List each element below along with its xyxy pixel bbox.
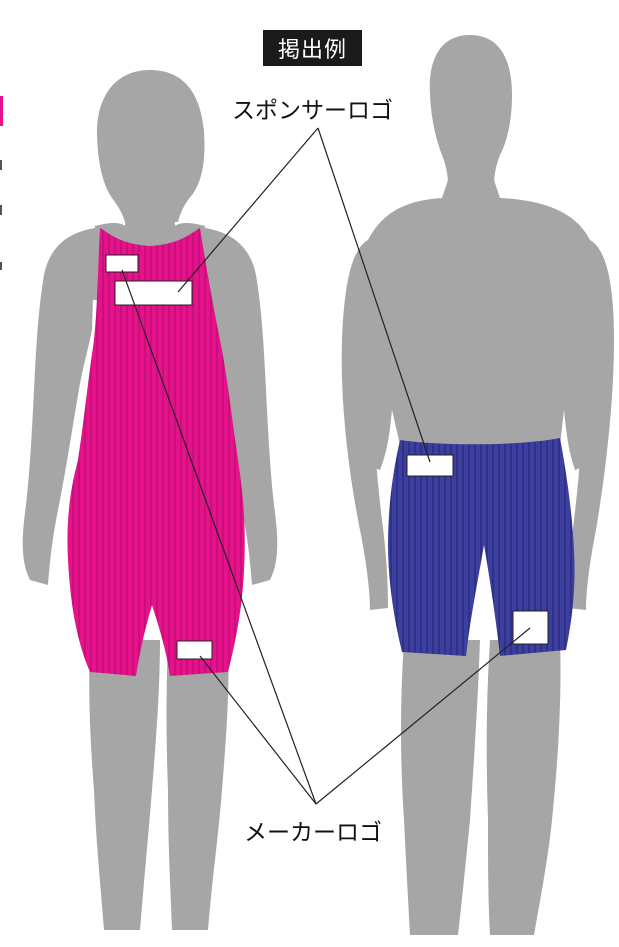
edge-marks: [0, 96, 3, 270]
female-head: [97, 70, 205, 222]
female-thigh-maker-logo-box: [177, 641, 212, 659]
female-chest-maker-logo-box: [106, 255, 138, 272]
female-figure: [23, 70, 278, 930]
maker-logo-label: メーカーロゴ: [244, 813, 382, 847]
male-right-leg: [487, 640, 561, 935]
female-right-leg: [167, 640, 229, 930]
female-chest-sponsor-logo-box: [115, 281, 192, 305]
sponsor-logo-label: スポンサーロゴ: [232, 91, 393, 125]
male-hip-sponsor-logo-box: [407, 455, 453, 476]
male-thigh-maker-logo-box: [513, 611, 548, 644]
female-left-leg: [89, 640, 160, 930]
male-left-leg: [401, 640, 480, 935]
title-badge: 掲出例: [263, 30, 362, 66]
male-figure: [342, 35, 614, 935]
male-torso: [352, 180, 604, 470]
male-head: [430, 35, 512, 185]
